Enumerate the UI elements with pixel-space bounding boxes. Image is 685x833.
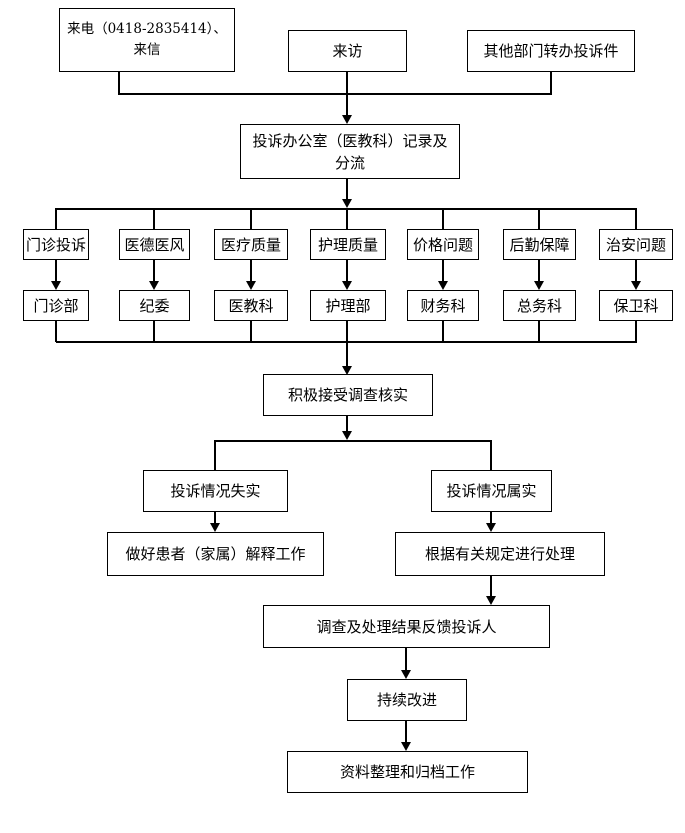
node-category-medical-ethics: 医德医风 [119, 229, 190, 260]
connector-verify-down [346, 416, 348, 432]
arrowhead-into-explain [210, 523, 220, 532]
node-complaint-unfounded: 投诉情况失实 [143, 470, 288, 512]
connector-transfer-down [550, 72, 552, 94]
connector-sources-merge [118, 93, 552, 95]
connector-feedback-down [405, 648, 407, 671]
connector-merge-col5 [442, 321, 444, 342]
connector-merge-col4 [346, 321, 348, 342]
node-category-pricing: 价格问题 [407, 229, 479, 260]
node-accept-investigation: 积极接受调查核实 [263, 374, 433, 416]
connector-stub-col2 [153, 208, 155, 230]
connector-merge-col7 [635, 321, 637, 342]
arrowhead-into-feedback [486, 596, 496, 605]
node-category-medical-quality: 医疗质量 [214, 229, 288, 260]
arrowhead-col7 [631, 281, 641, 290]
node-dept-security: 保卫科 [599, 290, 673, 321]
connector-col7 [635, 260, 637, 281]
connector-to-verify [346, 341, 348, 366]
arrowhead-col4 [342, 281, 352, 290]
node-visit: 来访 [288, 30, 407, 72]
arrowhead-col1 [51, 281, 61, 290]
connector-col5 [442, 260, 444, 281]
arrowhead-into-handle [486, 523, 496, 532]
node-complaint-verified: 投诉情况属实 [431, 470, 552, 512]
node-category-outpatient-complaint: 门诊投诉 [23, 229, 89, 260]
node-category-logistics: 后勤保障 [503, 229, 576, 260]
connector-split-bus [215, 440, 492, 442]
arrowhead-col3 [246, 281, 256, 290]
connector-stub-col3 [250, 208, 252, 230]
connector-split-left [214, 440, 216, 470]
arrowhead-into-verify [342, 366, 352, 375]
connector-improve-down [405, 721, 407, 743]
node-handle-per-regulations: 根据有关规定进行处理 [395, 532, 605, 576]
connector-merge-col6 [538, 321, 540, 342]
connector-stub-col1 [55, 208, 57, 230]
node-dept-finance: 财务科 [407, 290, 479, 321]
node-dept-general-affairs: 总务科 [503, 290, 576, 321]
connector-col3 [250, 260, 252, 281]
connector-true-down [490, 512, 492, 524]
arrowhead-into-improve [401, 670, 411, 679]
connector-merge-col3 [250, 321, 252, 342]
node-transfer-from-other-depts: 其他部门转办投诉件 [467, 30, 635, 72]
connector-split-right [490, 440, 492, 470]
connector-phone-down [118, 72, 120, 94]
connector-merge-col2 [153, 321, 155, 342]
node-dept-discipline-committee: 纪委 [119, 290, 190, 321]
node-explain-to-patient: 做好患者（家属）解释工作 [107, 532, 324, 576]
connector-col6 [538, 260, 540, 281]
connector-stub-col4 [346, 208, 348, 230]
node-category-security: 治安问题 [599, 229, 673, 260]
connector-handle-down [490, 576, 492, 597]
connector-col2 [153, 260, 155, 281]
arrowhead-into-category-bus [342, 199, 352, 208]
arrowhead-into-split [342, 431, 352, 440]
connector-stub-col7 [635, 208, 637, 230]
node-feedback-to-complainant: 调查及处理结果反馈投诉人 [263, 605, 550, 648]
arrowhead-into-office [342, 115, 352, 124]
connector-office-down [346, 179, 348, 200]
arrowhead-col5 [438, 281, 448, 290]
connector-col1 [55, 260, 57, 281]
connector-col4 [346, 260, 348, 281]
connector-stub-col6 [538, 208, 540, 230]
node-continuous-improvement: 持续改进 [347, 679, 467, 721]
node-dept-outpatient: 门诊部 [23, 290, 89, 321]
connector-false-down [214, 512, 216, 524]
arrowhead-col6 [534, 281, 544, 290]
node-dept-medical-education: 医教科 [214, 290, 288, 321]
arrowhead-into-archive [401, 742, 411, 751]
node-category-nursing-quality: 护理质量 [310, 229, 386, 260]
node-phone-letter: 来电（0418-2835414）、 来信 [59, 8, 235, 72]
node-dept-nursing: 护理部 [310, 290, 386, 321]
node-archive-materials: 资料整理和归档工作 [287, 751, 528, 793]
connector-visit-down [346, 72, 348, 116]
node-complaint-office-triage: 投诉办公室（医教科）记录及 分流 [240, 124, 460, 179]
connector-merge-col1 [55, 321, 57, 342]
connector-stub-col5 [442, 208, 444, 230]
arrowhead-col2 [149, 281, 159, 290]
